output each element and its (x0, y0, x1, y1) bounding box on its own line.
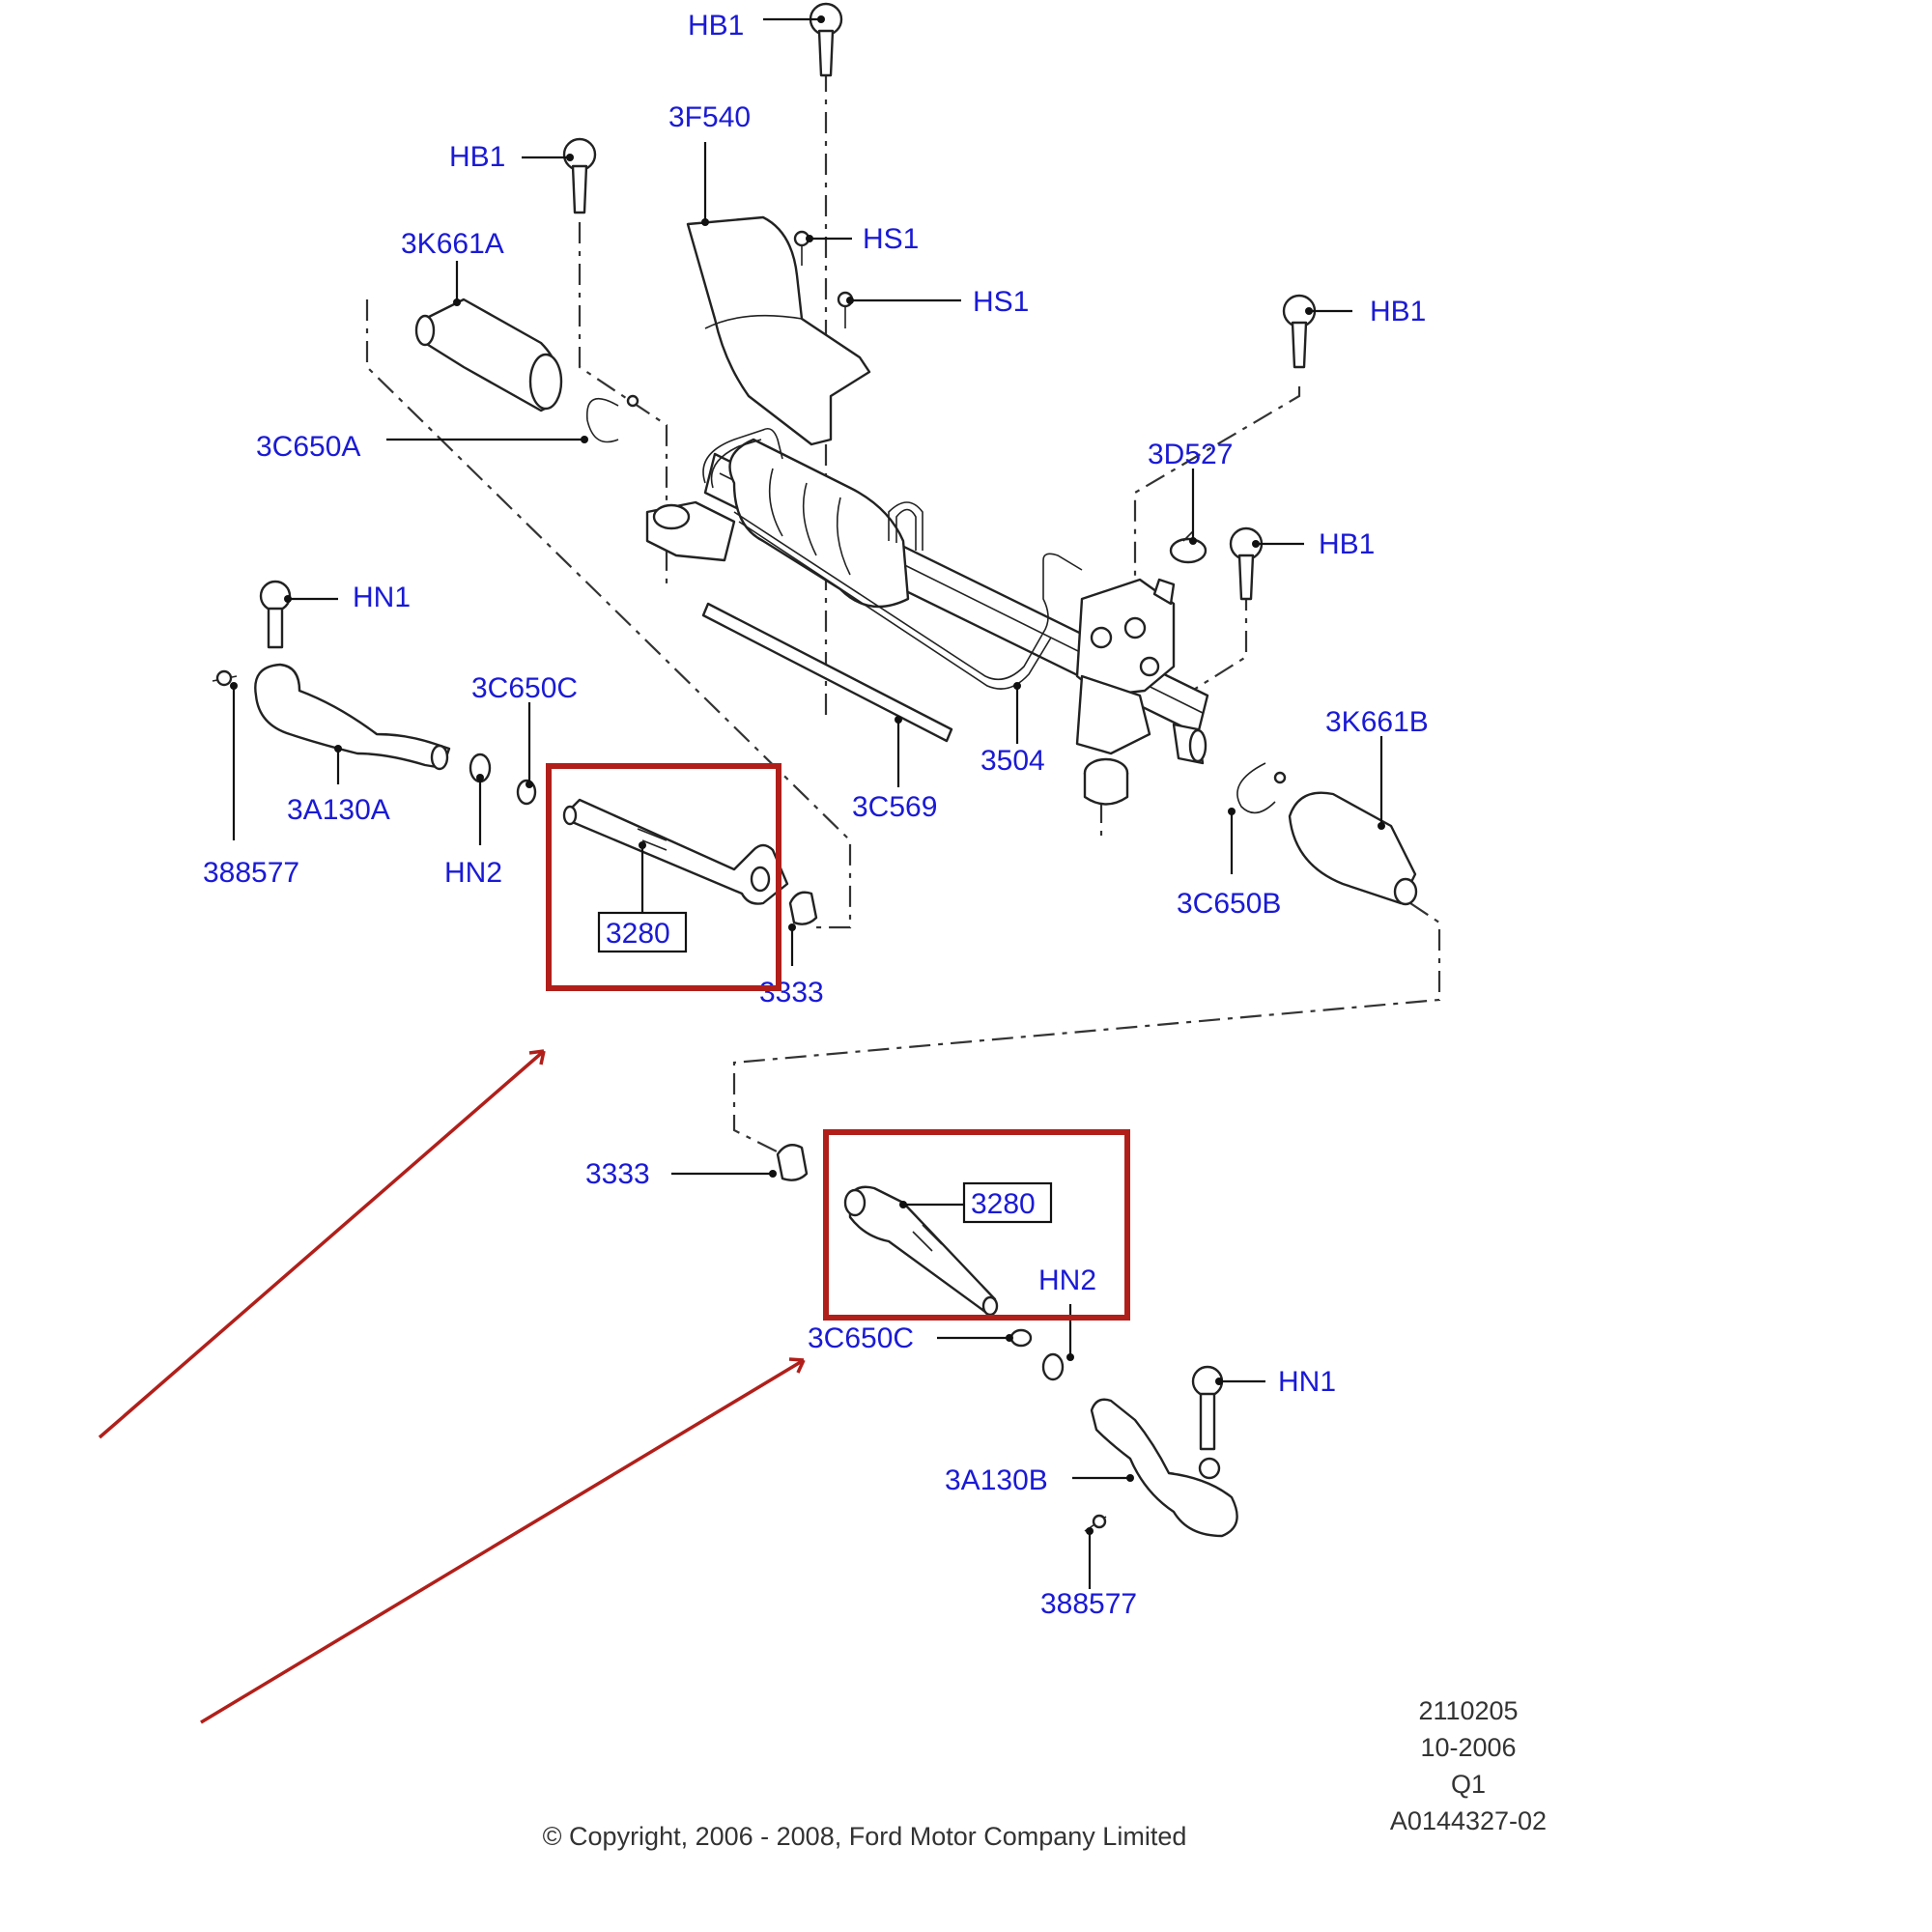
callout-3c650c-bottom: 3C650C (808, 1322, 914, 1354)
right-boot (1288, 791, 1418, 906)
inner-tie-rod-top (562, 798, 789, 905)
heat-shield (686, 215, 871, 446)
callout-hn2-right: HN2 (1038, 1264, 1096, 1296)
callout-3333-top: 3333 (759, 977, 824, 1009)
callout-3c650c-top: 3C650C (471, 672, 578, 704)
leader-lines (230, 15, 1385, 1589)
callout-hs1-a: HS1 (863, 223, 919, 255)
callout-3a130b: 3A130B (945, 1464, 1048, 1496)
callout-hn2-left: HN2 (444, 857, 502, 889)
callout-3c650b: 3C650B (1177, 888, 1281, 920)
highlight-box-top (546, 763, 781, 991)
footer-code: 2110205 (1418, 1696, 1518, 1725)
bottom-lock-nut (1041, 1352, 1065, 1381)
right-boot-clip (1236, 762, 1287, 814)
pinion-seal (1169, 537, 1208, 564)
callout-3c569: 3C569 (852, 791, 937, 823)
bolt-icon (562, 137, 597, 214)
callout-hs1-b: HS1 (973, 286, 1029, 318)
callout-hn1-right: HN1 (1278, 1366, 1336, 1398)
bolt-icon (1282, 294, 1317, 369)
callout-hb1-top: HB1 (688, 10, 744, 42)
bolt-icon (809, 2, 843, 77)
callout-hb1-mid: HB1 (1319, 528, 1375, 560)
callout-3f540: 3F540 (668, 101, 751, 133)
cotter-pin-icon (212, 669, 238, 687)
bottom-small-clip (1009, 1328, 1033, 1348)
red-arrow-lower (200, 1357, 806, 1724)
callout-3280-top: 3280 (606, 918, 670, 950)
callout-3c650a: 3C650A (256, 431, 360, 463)
right-tie-rod-end (1090, 1365, 1238, 1538)
red-arrow-upper (98, 1049, 546, 1439)
callout-hb1-right: HB1 (1370, 296, 1426, 327)
inner-tie-rod-bottom (843, 1185, 999, 1317)
footer-date: 10-2006 (1420, 1733, 1516, 1762)
callout-labels: HB1 3F540 HB1 3K661A HS1 HS1 HB1 3C650A … (203, 10, 1429, 1620)
callout-3k661a: 3K661A (401, 228, 504, 260)
label-box-3280-bottom (962, 1181, 1053, 1224)
label-box-3280-top (597, 911, 688, 953)
steering-rack-housing (645, 427, 1209, 806)
top-sleeve-3333 (788, 891, 818, 925)
callout-3a130a: 3A130A (287, 794, 390, 826)
callout-3504: 3504 (980, 745, 1045, 777)
footer-quarter: Q1 (1451, 1770, 1486, 1799)
callout-3k661b: 3K661B (1325, 706, 1429, 738)
callout-3333-bottom: 3333 (585, 1158, 650, 1190)
callout-388577-right: 388577 (1040, 1588, 1137, 1620)
bottom-sleeve-3333 (776, 1144, 809, 1181)
highlight-box-bottom (823, 1129, 1130, 1321)
left-boot (414, 298, 563, 412)
rack-rod (701, 602, 953, 743)
callout-hb1-left: HB1 (449, 141, 505, 173)
footer-ref: A0144327-02 (1390, 1806, 1547, 1835)
bolt-icon (1229, 526, 1264, 601)
callout-hn1-left: HN1 (353, 582, 411, 613)
footer-info: 2110205 10-2006 Q1 A0144327-02 © Copyrig… (543, 1696, 1547, 1851)
copyright-text: © Copyright, 2006 - 2008, Ford Motor Com… (543, 1822, 1187, 1851)
left-boot-clip (586, 394, 639, 443)
callout-3d527: 3D527 (1148, 439, 1233, 470)
cotter-pin-icon (1084, 1514, 1107, 1532)
callout-388577-left: 388577 (203, 857, 299, 889)
callout-3280-bottom: 3280 (971, 1188, 1036, 1220)
